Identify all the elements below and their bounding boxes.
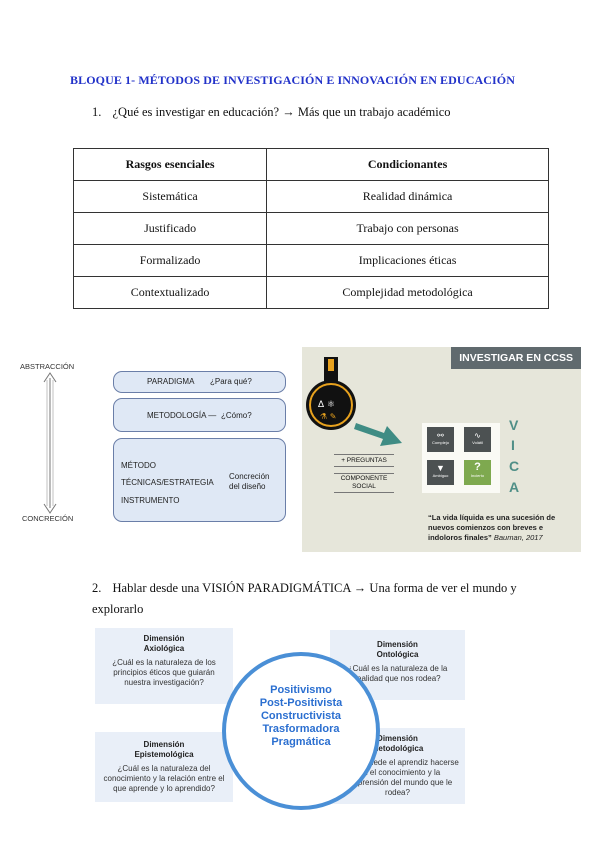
- svg-text:⚗ ✎: ⚗ ✎: [320, 412, 336, 421]
- paradigms-circle: [222, 652, 380, 810]
- rasgos-table: Rasgos esenciales Condicionantes Sistemá…: [72, 148, 549, 309]
- pulse-icon: ∿: [474, 431, 481, 440]
- dimension-epistemologica: Dimensión Epistemológica ¿Cuál es la nat…: [95, 732, 233, 802]
- quote-author: Bauman, 2017: [493, 533, 543, 542]
- table-cell: Justificado: [72, 212, 268, 245]
- paradigma-question: ¿Para qué?: [210, 377, 252, 386]
- svg-text:∆ ⚛: ∆ ⚛: [317, 400, 335, 410]
- dimension-axiologica: Dimensión Axiológica ¿Cuál es la natural…: [95, 628, 233, 704]
- concrecion-label: Concreción del diseño: [229, 472, 270, 491]
- vica-letter: I: [511, 437, 515, 453]
- paradigm-item: Constructivista: [260, 710, 342, 722]
- table-header: Condicionantes: [266, 148, 549, 181]
- vica-letter: C: [509, 458, 520, 474]
- investigar-ccss-panel: INVESTIGAR EN CCSS ∆ ⚛ ⚗ ✎ + PREGUNTAS C…: [302, 347, 581, 552]
- quote-text: “La vida líquida es una sucesión de nuev…: [428, 513, 556, 542]
- arrow-right-icon: [354, 423, 402, 446]
- paradigm-item: Pragmática: [271, 736, 331, 748]
- paradigma-label: PARADIGMA: [147, 377, 195, 386]
- paradigm-item: Trasformadora: [262, 723, 340, 735]
- table-cell: Formalizado: [72, 244, 268, 277]
- componente-social-label: COMPONENTE SOCIAL: [334, 473, 394, 493]
- dimension-title: Dimensión Ontológica: [376, 640, 419, 659]
- list-number: 2.: [92, 581, 102, 595]
- dimension-question: ¿Cuál es la naturaleza del conocimiento …: [103, 764, 225, 793]
- paradigm-item: Positivismo: [270, 684, 332, 696]
- science-flask-icon: ∆ ⚛ ⚗ ✎: [306, 357, 356, 430]
- dimension-title: Dimensión Epistemológica: [134, 740, 194, 759]
- metodologia-label: METODOLOGÍA —: [147, 411, 217, 420]
- dimension-question: ¿Cómo puede el aprendiz hacerse con el c…: [336, 758, 459, 797]
- table-row: Contextualizado Complejidad metodológica: [72, 276, 549, 309]
- nodes-icon: ⚯: [437, 431, 444, 440]
- tile-label: Volátil: [472, 440, 483, 445]
- axis-bottom-label: CONCRECIÓN: [22, 514, 74, 523]
- list-text: ¿Qué es investigar en educación? → Más q…: [112, 105, 451, 119]
- list-item-1: 1. ¿Qué es investigar en educación? → Má…: [92, 105, 451, 120]
- componente-text: COMPONENTE: [340, 475, 388, 482]
- table-header: Rasgos esenciales: [72, 148, 268, 181]
- complejo-tile: ⚯ Complejo: [427, 427, 454, 452]
- tile-label: Complejo: [432, 440, 449, 445]
- tile-label: Ambiguo: [432, 473, 449, 478]
- table-cell: Complejidad metodológica: [266, 276, 549, 309]
- metodologia-box: METODOLOGÍA — ¿Cómo?: [113, 398, 286, 432]
- incierto-tile: ? Incierto: [464, 460, 491, 485]
- list-number: 1.: [92, 105, 102, 119]
- table-row: Justificado Trabajo con personas: [72, 212, 549, 245]
- table-cell: Realidad dinámica: [266, 180, 549, 213]
- tecnicas-label: TÉCNICAS/ESTRATEGIA: [121, 478, 214, 487]
- table-row: Formalizado Implicaciones éticas: [72, 244, 549, 277]
- vica-letter: V: [509, 417, 519, 433]
- metodologia-question: ¿Cómo?: [221, 411, 252, 420]
- table-cell: Implicaciones éticas: [266, 244, 549, 277]
- question-icon: ?: [474, 461, 481, 473]
- table-cell: Trabajo con personas: [266, 212, 549, 245]
- mas-preguntas-label: + PREGUNTAS: [334, 454, 394, 467]
- tile-label: Incierto: [470, 473, 485, 478]
- table-row: Sistemática Realidad dinámica: [72, 180, 549, 213]
- axis-top-label: ABSTRACCIÓN: [20, 362, 75, 371]
- dimension-question: ¿Cuál es la naturaleza de la realidad qu…: [347, 664, 448, 683]
- list-item-2: 2. Hablar desde una VISIÓN PARADIGMÁTICA…: [92, 578, 562, 620]
- bauman-quote: “La vida líquida es una sucesión de nuev…: [428, 513, 574, 543]
- metodo-box: MÉTODO TÉCNICAS/ESTRATEGIA INSTRUMENTO C…: [113, 438, 286, 522]
- table-cell: Sistemática: [72, 180, 268, 213]
- table-cell: Contextualizado: [72, 276, 268, 309]
- paradigm-item: Post-Positivista: [259, 697, 343, 709]
- volatil-tile: ∿ Volátil: [464, 427, 491, 452]
- list-text: Hablar desde una VISIÓN PARADIGMÁTICA → …: [92, 581, 517, 616]
- dimension-title: Dimensión Metodológica: [371, 734, 424, 753]
- vica-letter: A: [509, 479, 520, 495]
- instrumento-label: INSTRUMENTO: [121, 496, 180, 505]
- social-text: SOCIAL: [352, 483, 376, 490]
- block-heading: BLOQUE 1- MÉTODOS DE INVESTIGACIÓN E INN…: [70, 73, 515, 87]
- double-arrow-icon: [43, 372, 57, 514]
- dimension-title: Dimensión Axiológica: [143, 634, 185, 653]
- paradigma-box: PARADIGMA ¿Para qué?: [113, 371, 286, 393]
- paradigms-list: Positivismo Post-Positivista Constructiv…: [222, 684, 380, 749]
- panel-title: INVESTIGAR EN CCSS: [451, 347, 581, 369]
- metodo-label: MÉTODO: [121, 461, 156, 470]
- funnel-icon: ▼: [436, 463, 445, 473]
- dimension-question: ¿Cuál es la naturaleza de los principios…: [112, 658, 216, 687]
- ambiguo-tile: ▼ Ambiguo: [427, 460, 454, 485]
